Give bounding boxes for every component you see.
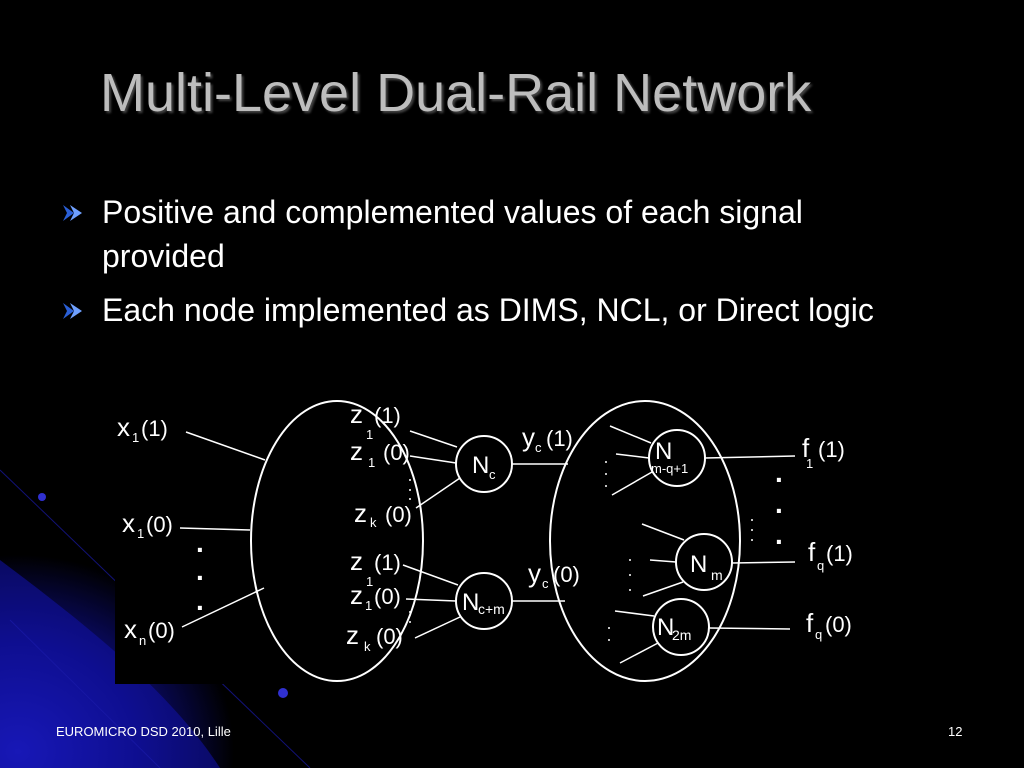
small-ellipsis-dots (409, 461, 753, 641)
bullet-item: Each node implemented as DIMS, NCL, or D… (60, 288, 900, 332)
diagram-panel (115, 400, 885, 684)
svg-text:.: . (775, 457, 783, 488)
y-signal-label: yc(1) (522, 422, 573, 455)
svg-text:.: . (775, 519, 783, 550)
first-level-ellipse (250, 400, 424, 682)
bullet-item: Positive and complemented values of each… (60, 190, 900, 278)
z-signal-label: z1(1) (350, 546, 401, 589)
bullet-text: Positive and complemented values of each… (102, 194, 803, 274)
svg-text:.: . (775, 488, 783, 519)
decorative-dot (38, 493, 46, 501)
decorative-dot (278, 688, 288, 698)
z-signal-label: z1(1) (350, 399, 401, 442)
svg-text:.: . (196, 555, 204, 586)
svg-text:.: . (196, 527, 204, 558)
y-signal-label: yc(0) (528, 558, 580, 591)
node-label: Nc+m (462, 589, 505, 617)
output-ellipsis: . . . (775, 457, 783, 550)
second-level-ellipse (549, 400, 741, 682)
bullet-arrow-icon (63, 205, 82, 221)
slide-title: Multi-Level Dual-Rail Network (100, 63, 812, 123)
node-circle (652, 598, 710, 656)
footer-conference: EUROMICRO DSD 2010, Lille (56, 724, 231, 739)
node-label: N2m (657, 614, 691, 643)
bullet-text: Each node implemented as DIMS, NCL, or D… (102, 292, 874, 328)
bullet-arrow-icon (63, 303, 82, 319)
svg-text:.: . (196, 585, 204, 616)
bullet-list: Positive and complemented values of each… (60, 190, 900, 342)
node-label: Nc (472, 452, 496, 482)
input-ellipsis: . . . (196, 527, 204, 616)
page-number: 12 (948, 724, 963, 739)
